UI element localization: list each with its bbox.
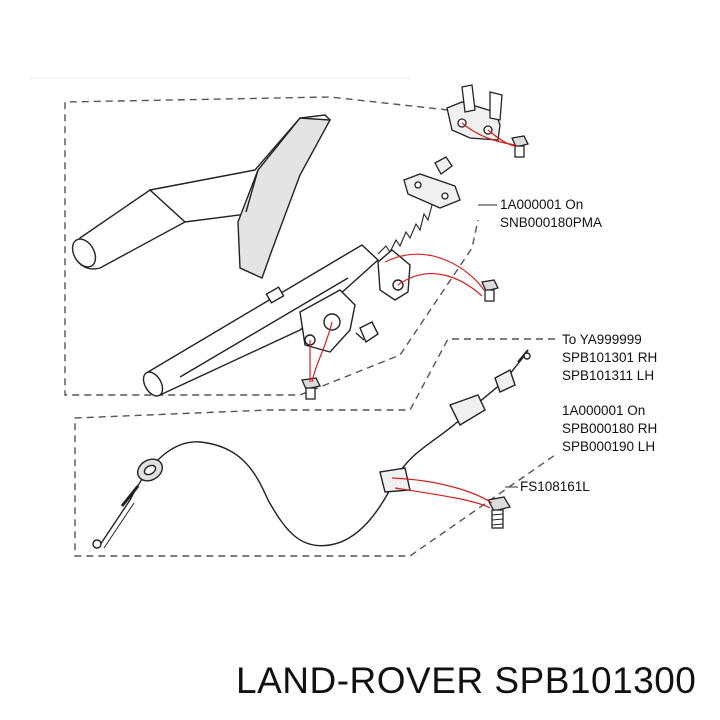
bolt-left (301, 377, 321, 400)
callout-top-range-line2: SNB000180PMA (500, 215, 603, 230)
callout-cable-old-line3: SPB101311 LH (562, 368, 655, 383)
lever-boundary-dashed (64, 96, 479, 396)
handbrake-lever (71, 114, 433, 397)
callout-top-range-line1: 1A000001 On (500, 197, 584, 212)
callout-cable-old-line2: SPB101301 RH (562, 350, 658, 365)
bolts (301, 135, 529, 529)
callout-cable-new-line2: SPB000180 RH (562, 421, 658, 436)
callout-cable-new-line1: 1A000001 On (562, 403, 646, 418)
red-leader-lines (309, 122, 516, 509)
callout-cable-old-line1: To YA999999 (562, 332, 642, 347)
callout-cable-new-line3: SPB000190 LH (562, 439, 656, 454)
bolt-top (511, 135, 529, 158)
callout-bolt-part: FS108161L (520, 479, 590, 494)
brand-part-number: LAND-ROVER SPB101300 (236, 660, 697, 701)
bolt-lower (487, 496, 512, 529)
pin-and-slider (403, 156, 461, 209)
brake-cable (92, 349, 531, 549)
bolt-middle (481, 279, 499, 302)
cable-boundary-dashed (74, 338, 556, 557)
